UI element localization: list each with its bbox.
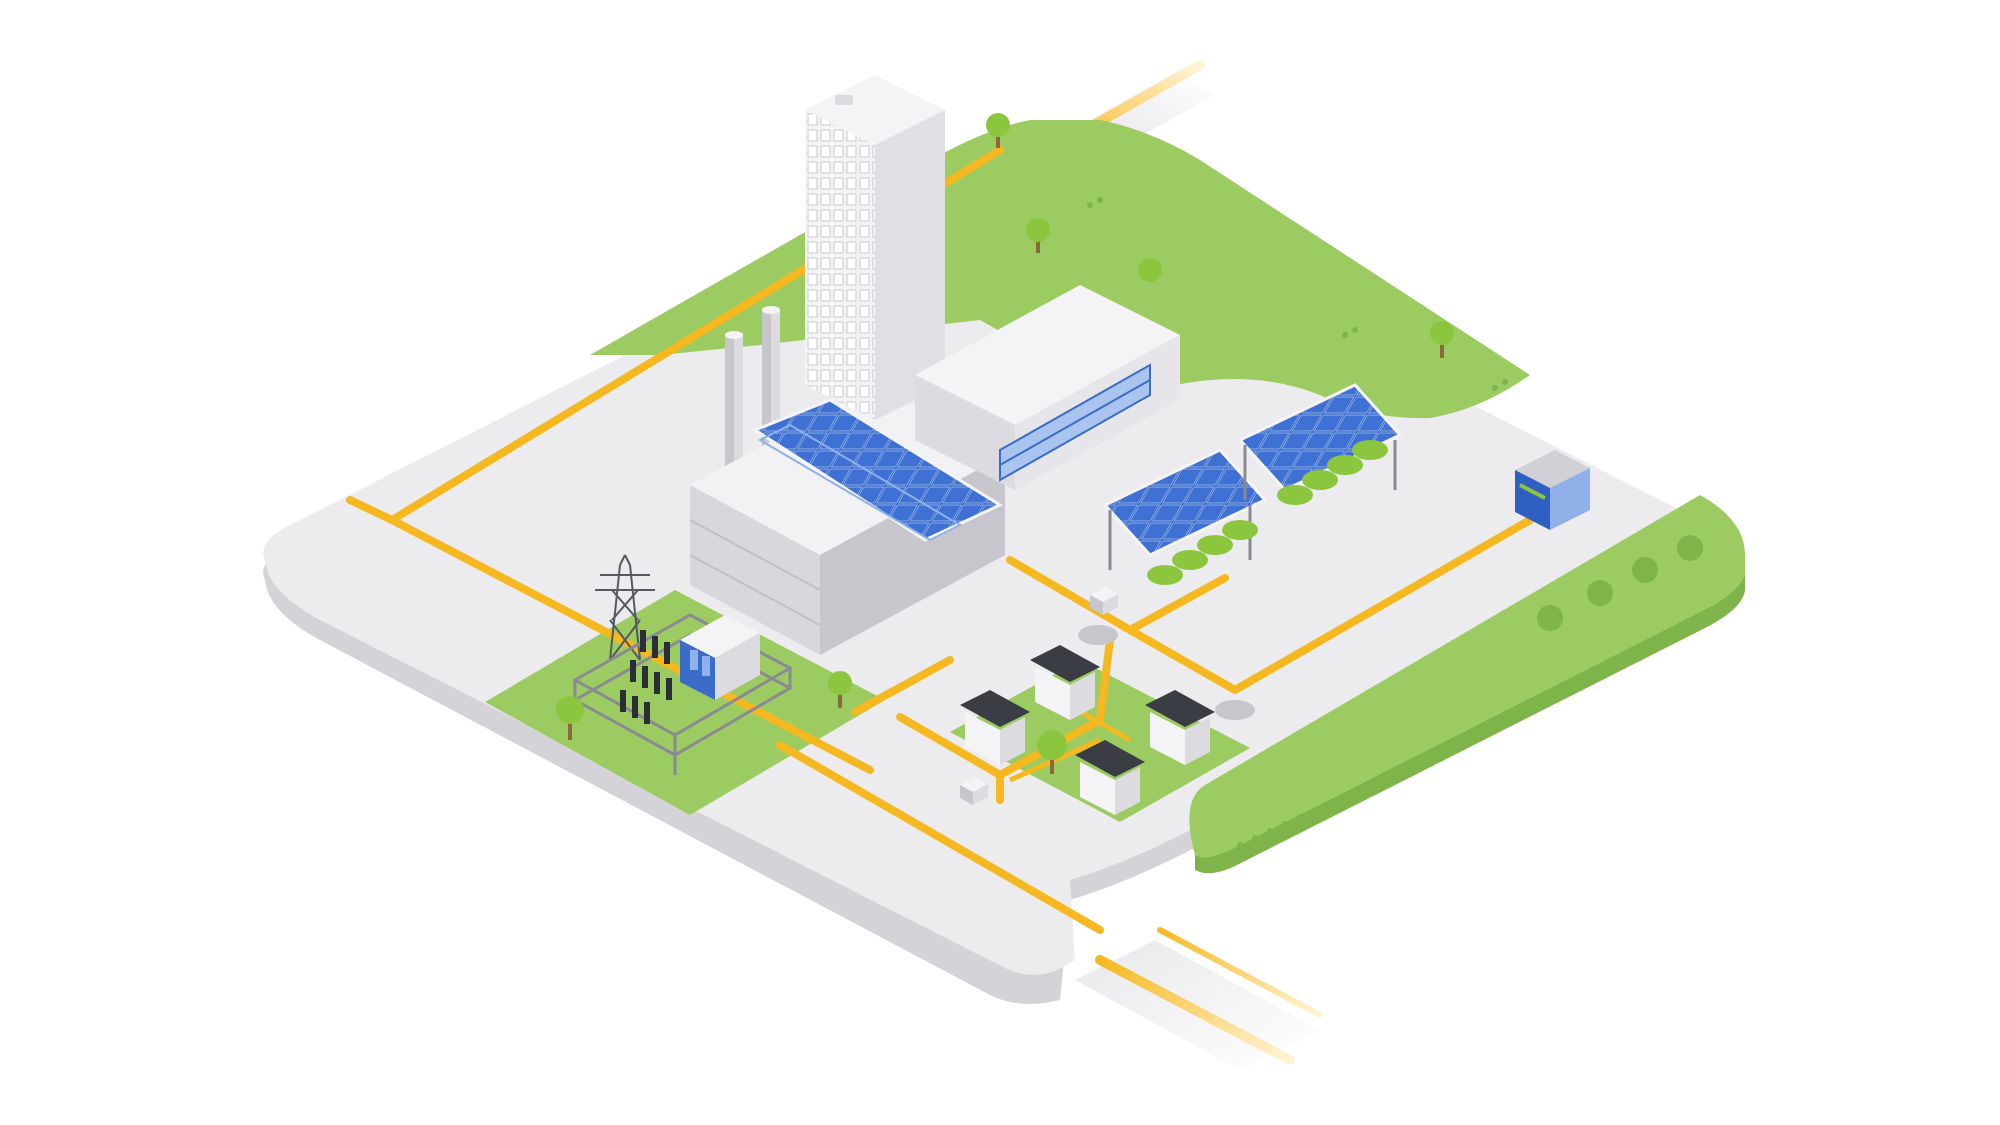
grass-dots bbox=[1087, 197, 1508, 848]
transformer-box-icon bbox=[960, 587, 1118, 805]
electric-car-icon bbox=[1147, 440, 1388, 585]
grass-east-edge bbox=[1195, 570, 1746, 874]
road-exit-south bbox=[1075, 927, 1323, 1070]
house-icon bbox=[960, 645, 1215, 815]
substation-icon bbox=[571, 613, 794, 775]
grass-substation bbox=[485, 590, 885, 815]
car-icon bbox=[1078, 625, 1255, 720]
battery-storage-icon bbox=[1515, 450, 1590, 530]
glass-building-icon bbox=[915, 285, 1180, 490]
office-tower-icon bbox=[805, 75, 945, 420]
tree-icon bbox=[556, 113, 1703, 774]
grass-north bbox=[590, 120, 1530, 419]
solar-panel-icon bbox=[751, 398, 1004, 542]
